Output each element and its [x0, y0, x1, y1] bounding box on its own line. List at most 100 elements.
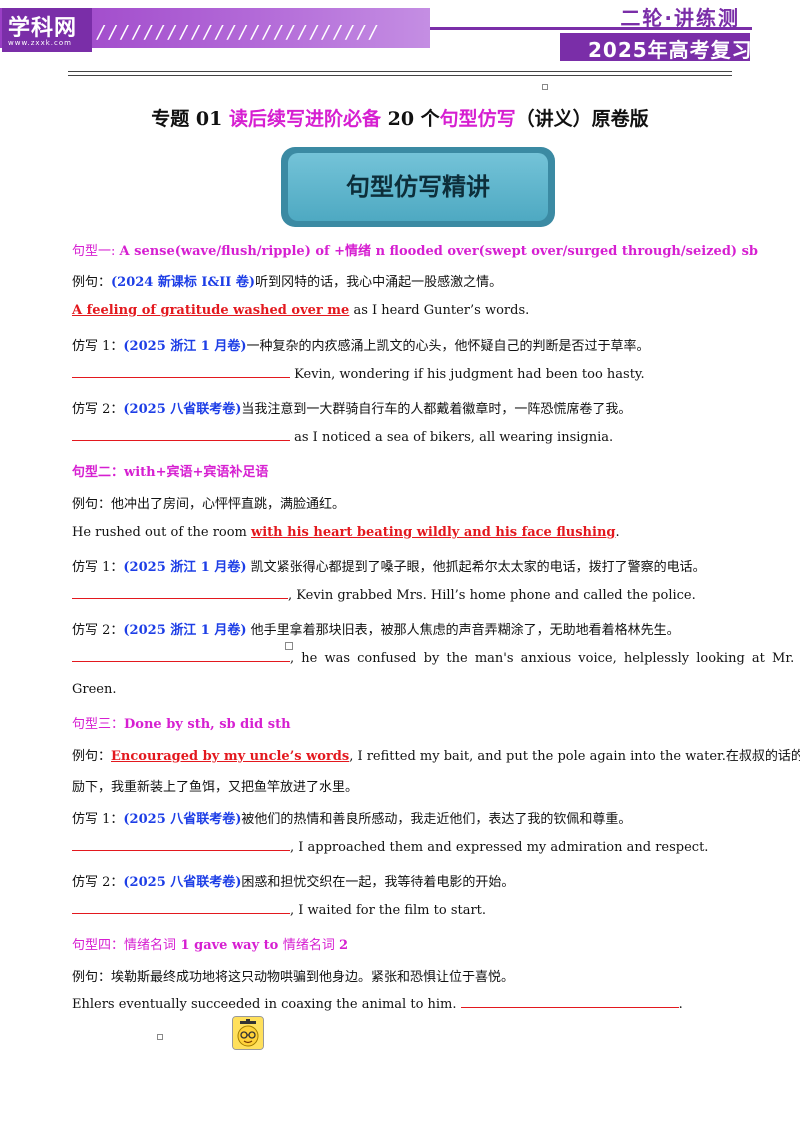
practice-2-prompt: 仿写 2：(2025 浙江 1 月卷) 他手里拿着那块旧表，被那人焦虑的声音弄糊… [72, 619, 680, 638]
site-logo[interactable]: 学科网 www.zxxk.com [2, 8, 92, 52]
source-tag: (2025 浙江 1 月卷) [123, 560, 247, 575]
practice-label: 仿写 1： [72, 812, 124, 827]
example-rest: . [678, 997, 683, 1012]
practice-chinese: 一种复杂的内疚感涌上凯文的心头，他怀疑自己的判断是否过于草率。 [246, 339, 650, 354]
section-badge-text: 句型仿写精讲 [346, 173, 490, 201]
pattern-2-heading: 句型二：with+宾语+宾语补足语 [72, 465, 269, 480]
highlight-phrase: Encouraged by my uncle’s words [111, 749, 350, 764]
example-line: 例句：Encouraged by my uncle’s words, I ref… [72, 745, 800, 764]
anchor-marker [542, 84, 548, 90]
page-title: 专题 01 读后续写进阶必备 20 个句型仿写（讲义）原卷版 [0, 104, 800, 131]
source-tag: (2025 浙江 1 月卷) [123, 339, 247, 354]
practice-label: 仿写 1： [72, 560, 124, 575]
example-rest: . [615, 525, 620, 540]
anchor-marker [285, 642, 293, 650]
source-tag: (2025 八省联考卷) [123, 875, 242, 890]
practice-label: 仿写 2： [72, 875, 124, 890]
answer-blank[interactable] [72, 850, 290, 851]
practice-2-answer: , he was confused by the man's anxious v… [72, 651, 794, 666]
logo-text: 学科网 [8, 16, 78, 41]
pattern-formula: 1 gave way to [176, 938, 283, 953]
practice-chinese: 他手里拿着那块旧表，被那人焦虑的声音弄糊涂了，无助地看着格林先生。 [246, 623, 680, 638]
practice-2-answer: as I noticed a sea of bikers, all wearin… [72, 430, 613, 445]
practice-label: 仿写 1： [72, 339, 124, 354]
pattern-formula: Done by sth, sb did sth [124, 717, 291, 732]
practice-chinese: 当我注意到一大群骑自行车的人都戴着徽章时，一阵恐慌席卷了我。 [241, 402, 632, 417]
example-chinese: 励下，我重新装上了鱼饵，又把鱼竿放进了水里。 [72, 780, 359, 795]
practice-chinese: 凯文紧张得心都提到了嗓子眼，他抓起希尔太太家的电话，拨打了警察的电话。 [246, 560, 706, 575]
practice-1-prompt: 仿写 1：(2025 八省联考卷)被他们的热情和善良所感动，我走近他们，表达了我… [72, 808, 631, 827]
header-slashes: //////////////////////// [96, 22, 381, 43]
answer-blank[interactable] [72, 913, 290, 914]
pattern-label: 句型三： [72, 717, 125, 732]
example-english: He rushed out of the room with his heart… [72, 525, 620, 540]
example-english: Ehlers eventually succeeded in coaxing t… [72, 997, 683, 1012]
practice-1-prompt: 仿写 1：(2025 浙江 1 月卷)一种复杂的内疚感涌上凯文的心头，他怀疑自己… [72, 335, 650, 354]
section-badge [288, 153, 548, 221]
pattern-1-heading: 句型一: A sense(wave/flush/ripple) of +情绪 n… [72, 240, 758, 259]
highlight-phrase: with his heart beating wildly and his fa… [251, 525, 616, 540]
pattern-formula: A sense(wave/flush/ripple) of +情绪 n floo… [119, 244, 758, 259]
pattern-formula: 2 [339, 938, 349, 953]
practice-2-prompt: 仿写 2：(2025 八省联考卷)困惑和担忧交织在一起，我等待着电影的开始。 [72, 871, 514, 890]
answer-blank[interactable] [72, 440, 290, 441]
pattern-label: 情绪名词 [282, 938, 340, 953]
source-tag: (2025 浙江 1 月卷) [123, 623, 247, 638]
header-rule [430, 27, 752, 30]
answer-continuation: Green. [72, 682, 117, 697]
title-part: 20 个 [380, 108, 440, 130]
source-tag: (2025 八省联考卷) [123, 402, 242, 417]
practice-chinese: 被他们的热情和善良所感动，我走近他们，表达了我的钦佩和尊重。 [241, 812, 632, 827]
answer-tail: , he was confused by the man's anxious v… [290, 651, 795, 666]
answer-tail: Kevin, wondering if his judgment had bee… [290, 367, 645, 382]
example-chinese: 听到冈特的话，我心中涌起一股感激之情。 [255, 275, 503, 290]
example-line: 例句：(2024 新课标 I&II 卷)听到冈特的话，我心中涌起一股感激之情。 [72, 271, 502, 290]
example-label: 例句： [72, 275, 112, 290]
practice-1-answer: , I approached them and expressed my adm… [72, 840, 708, 855]
avatar-icon [232, 1016, 264, 1050]
highlight-phrase: A feeling of gratitude washed over me [72, 303, 350, 318]
year-bar [560, 33, 750, 61]
practice-label: 仿写 2： [72, 623, 124, 638]
practice-2-prompt: 仿写 2：(2025 八省联考卷)当我注意到一大群骑自行车的人都戴着徽章时，一阵… [72, 398, 631, 417]
example-label: 例句： [72, 497, 112, 512]
anchor-marker [157, 1034, 163, 1040]
answer-blank[interactable] [72, 661, 290, 662]
answer-blank[interactable] [460, 1007, 679, 1008]
example-chinese: 他冲出了房间，心怦怦直跳，满脸通红。 [111, 497, 346, 512]
title-part: 句型仿写 [439, 108, 516, 130]
divider-line [68, 71, 732, 72]
pattern-4-heading: 句型四：情绪名词 1 gave way to 情绪名词 2 [72, 934, 348, 953]
source-tag: (2025 八省联考卷) [123, 812, 242, 827]
example-chinese: 埃勒斯最终成功地将这只动物哄骗到他身边。紧张和恐惧让位于喜悦。 [111, 970, 515, 985]
answer-tail: , Kevin grabbed Mrs. Hill’s home phone a… [288, 588, 696, 603]
example-rest: Ehlers eventually succeeded in coaxing t… [72, 997, 461, 1012]
practice-chinese: 困惑和担忧交织在一起，我等待着电影的开始。 [241, 875, 515, 890]
pattern-label: 句型四：情绪名词 [72, 938, 177, 953]
example-line: 例句：他冲出了房间，心怦怦直跳，满脸通红。 [72, 493, 345, 512]
series-label: 二轮·讲练测 [620, 6, 740, 30]
example-line: 例句：埃勒斯最终成功地将这只动物哄骗到他身边。紧张和恐惧让位于喜悦。 [72, 966, 514, 985]
title-part: 专题 01 [151, 108, 229, 130]
title-part: 读后续写进阶必备 [228, 108, 381, 130]
pattern-label: 句型一: [72, 244, 120, 259]
answer-tail: , I waited for the film to start. [290, 903, 487, 918]
pattern-3-heading: 句型三：Done by sth, sb did sth [72, 713, 291, 732]
practice-1-prompt: 仿写 1：(2025 浙江 1 月卷) 凯文紧张得心都提到了嗓子眼，他抓起希尔太… [72, 556, 706, 575]
example-rest: as I heard Gunter’s words. [349, 303, 530, 318]
example-rest: He rushed out of the room [72, 525, 252, 540]
practice-1-answer: , Kevin grabbed Mrs. Hill’s home phone a… [72, 588, 696, 603]
answer-blank[interactable] [72, 598, 288, 599]
answer-blank[interactable] [72, 377, 290, 378]
source-tag: (2024 新课标 I&II 卷) [111, 275, 256, 290]
example-label: 例句： [72, 970, 112, 985]
example-english: A feeling of gratitude washed over me as… [72, 303, 529, 318]
practice-1-answer: Kevin, wondering if his judgment had bee… [72, 367, 645, 382]
divider-line [68, 75, 732, 76]
example-rest: , I refitted my bait, and put the pole a… [349, 749, 800, 764]
example-label: 例句： [72, 749, 112, 764]
practice-2-answer: , I waited for the film to start. [72, 903, 486, 918]
title-part: （讲义）原卷版 [515, 108, 649, 130]
answer-tail: , I approached them and expressed my adm… [290, 840, 709, 855]
year-label: 2025年高考复习 [588, 38, 753, 62]
